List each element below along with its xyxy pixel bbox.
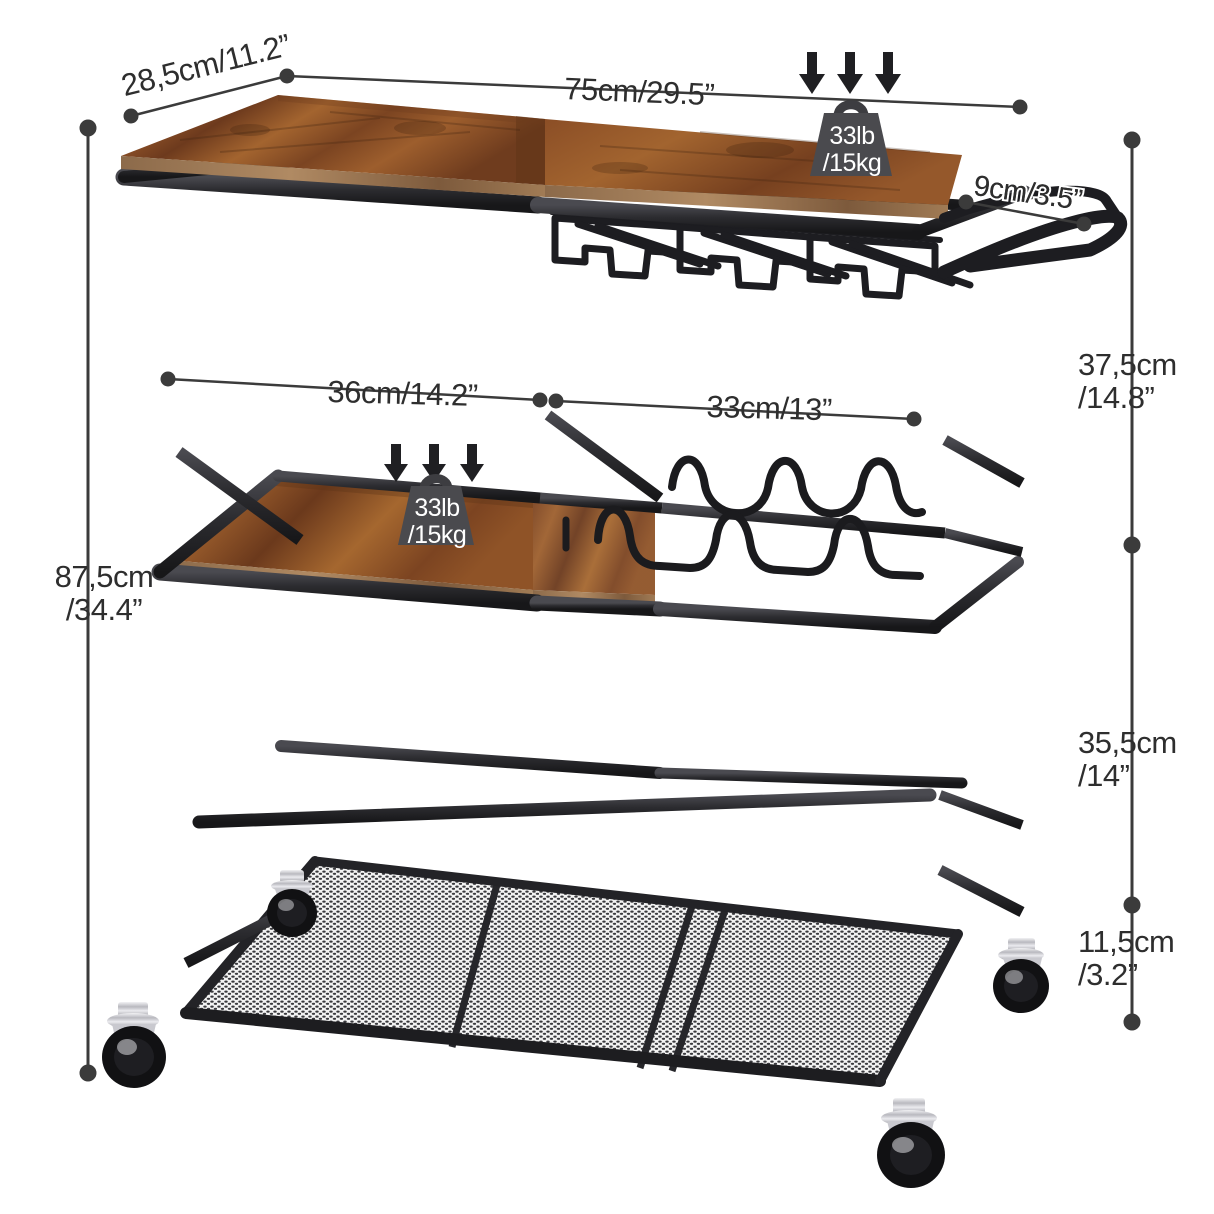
bottom-mesh-shelf [180, 856, 963, 1087]
dimension-label-shelf-width-right: 33cm/13” [706, 389, 833, 428]
lower-support-rails [183, 740, 1025, 968]
top-wood-surface [121, 95, 962, 219]
dimension-label-bottom-gap: 11,5cm /3.2” [1078, 924, 1175, 993]
dimension-label-top-gap: 37,5cm /14.8” [1078, 347, 1177, 416]
caster-rear-right [993, 938, 1049, 1013]
casters [102, 870, 1049, 1188]
weight-badge-top: 33lb /15kg [810, 113, 894, 177]
load-arrows-top [799, 52, 901, 94]
weight-badge-middle: 33lb /15kg [398, 486, 476, 549]
caster-rear-left [267, 870, 317, 937]
weight-badge-shape-top [810, 100, 892, 176]
caster-front-right [877, 1098, 945, 1188]
dimension-label-mid-gap: 35,5cm /14” [1078, 725, 1177, 794]
dimension-label-shelf-width-left: 36cm/14.2” [327, 374, 479, 413]
load-arrows-middle [384, 444, 484, 482]
dimension-lines [79, 68, 1141, 1082]
side-handle [937, 185, 1128, 279]
weight-badge-shape-middle [398, 474, 474, 545]
weight-badge-top-label: 33lb /15kg [822, 122, 882, 177]
middle-shelf-frame [151, 469, 1024, 634]
caster-front-left [102, 1002, 166, 1088]
weight-badge-middle-label: 33lb /15kg [407, 494, 467, 549]
wine-bottle-rack [562, 455, 926, 580]
dimension-label-width-top: 75cm/29.5” [563, 71, 715, 113]
dimension-label-total-height: 87,5cm /34.4” [54, 559, 154, 628]
